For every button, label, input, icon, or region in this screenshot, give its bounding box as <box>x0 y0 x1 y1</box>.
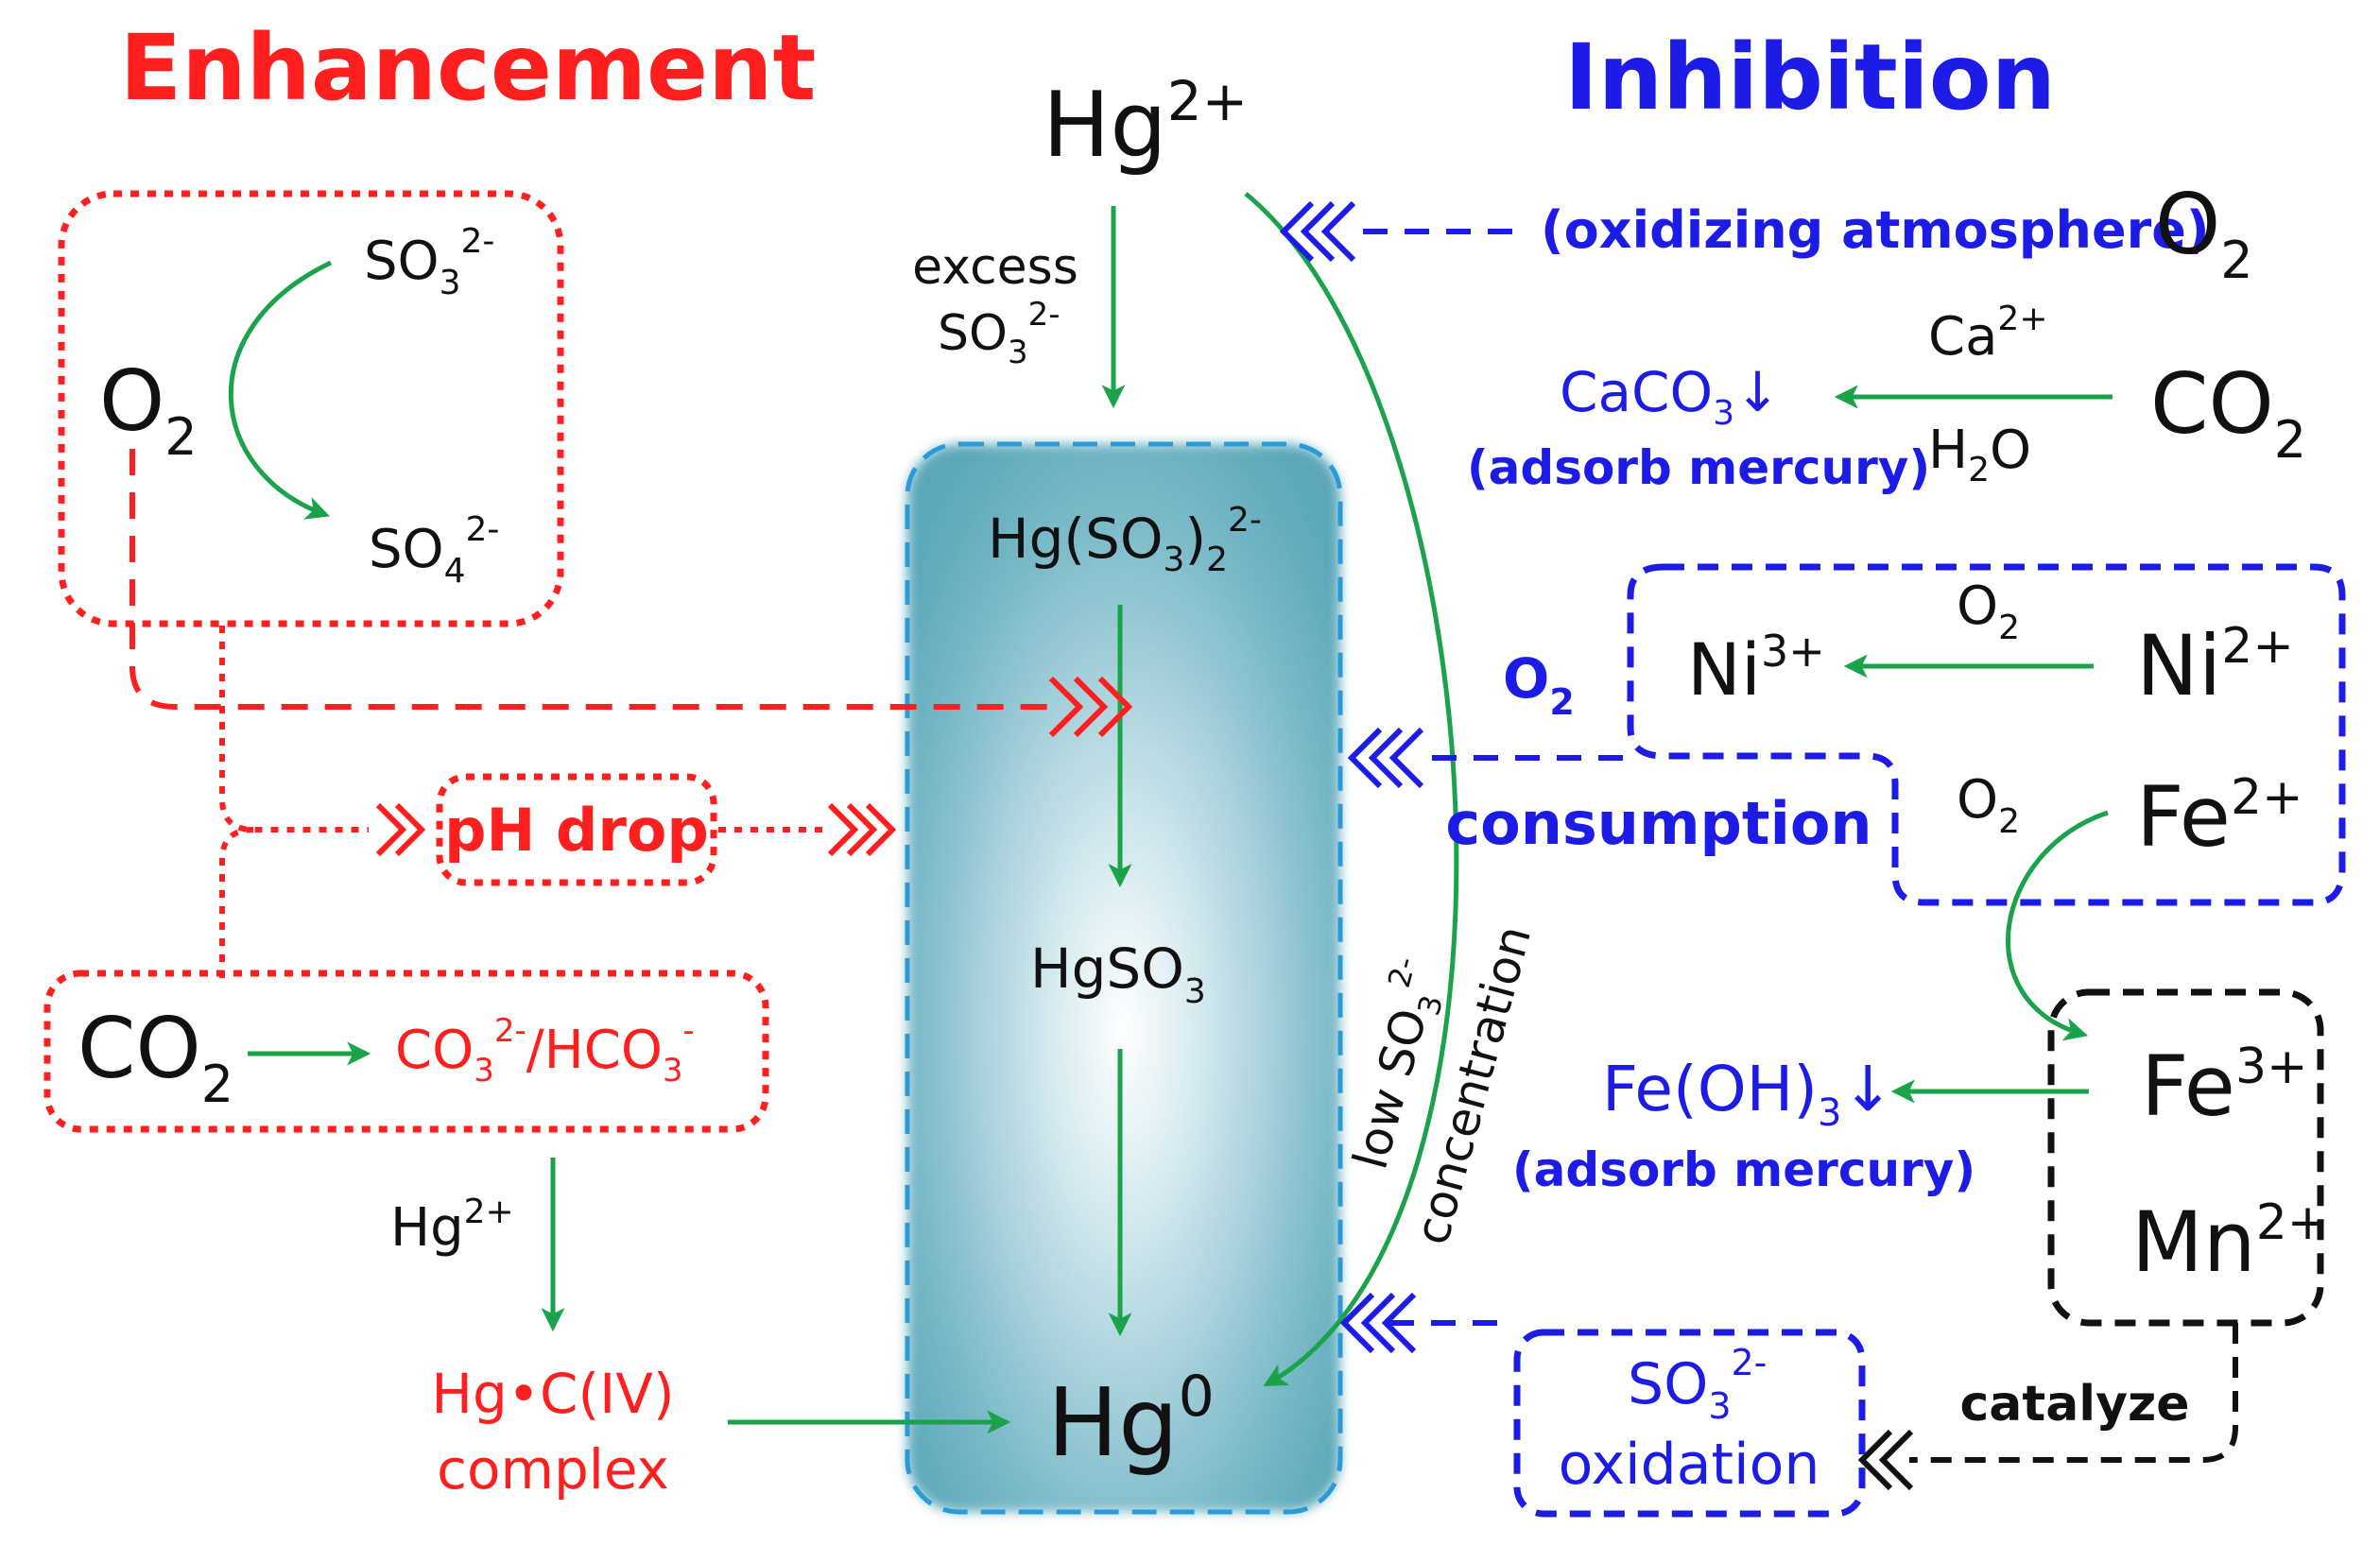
co2-carbonate-box <box>43 970 769 1133</box>
inhibition-heading: Inhibition <box>1564 25 2056 130</box>
o2-effect-chevrons <box>1048 676 1133 738</box>
feoh3-label: Fe(OH)3↓ <box>1602 1053 1894 1135</box>
o2-ni-label: O2 <box>1957 575 2020 647</box>
o2-left: O2 <box>99 352 198 467</box>
hg2-label-left: Hg2+ <box>390 1193 514 1259</box>
concentration-label: concentration <box>1405 920 1543 1251</box>
box-to-phdrop-line <box>219 626 369 832</box>
hgc-complex-line1: Hg•C(IV) <box>431 1362 674 1426</box>
hg0: Hg0 <box>1047 1364 1215 1478</box>
catalyze-line <box>1909 1323 2238 1463</box>
excess-so3-label: SO32- <box>938 296 1060 371</box>
o2-consumption-chevrons <box>1347 727 1424 789</box>
fe3-mn2-box <box>2047 988 2324 1327</box>
reaction-pool-border <box>905 441 1343 1515</box>
adsorb-mercury-2: (adsorb mercury) <box>1512 1142 1975 1197</box>
so3-oxidation-label: SO32- <box>1628 1342 1767 1427</box>
ni2-label: Ni2+ <box>2136 617 2294 714</box>
arrow-fe2-to-fe3 <box>2006 810 2109 1041</box>
o2-right-top: O2 <box>2155 176 2253 290</box>
consumption-label: consumption <box>1445 789 1871 858</box>
catalyze-chevrons <box>1857 1429 1914 1491</box>
ph-drop-box <box>436 773 717 886</box>
adsorb-mercury-1: (adsorb mercury) <box>1467 440 1930 495</box>
ca2-label: Ca2+ <box>1928 300 2048 368</box>
carbonate-label: CO32-/HCO3- <box>395 1012 695 1090</box>
so4-left: SO42- <box>369 510 499 591</box>
enhancement-heading: Enhancement <box>120 15 817 121</box>
so3-oxidation-chevrons <box>1339 1292 1417 1354</box>
reaction-pool <box>907 444 1340 1512</box>
arrow-hg2-direct-to-hg0 <box>1244 192 1459 1387</box>
so3-oxidation-box <box>1513 1329 1866 1518</box>
metal-ions-box <box>1627 563 2346 906</box>
excess-label: excess <box>912 239 1078 296</box>
chevrons-into-pool <box>827 802 897 857</box>
fe2-label: Fe2+ <box>2136 768 2303 866</box>
arrow-so3-to-so4 <box>228 260 333 520</box>
so3-left: SO32- <box>364 222 494 302</box>
co2-right: CO2 <box>2150 355 2306 470</box>
co2-to-phdrop-line <box>219 827 254 978</box>
ph-drop-label: pH drop <box>444 796 709 865</box>
chevrons-into-phdrop <box>375 802 426 857</box>
hg2-top: Hg2+ <box>1043 69 1248 178</box>
o2-consumption-label: O2 <box>1503 646 1575 723</box>
co2-left: CO2 <box>78 1000 233 1114</box>
caco3-label: CaCO3↓ <box>1560 360 1781 433</box>
oxidizing-label: (oxidizing atmosphere) <box>1541 200 2210 260</box>
o2-fe-label: O2 <box>1957 769 2020 841</box>
fe3-label: Fe3+ <box>2141 1038 2308 1135</box>
oxidizing-chevrons <box>1279 200 1356 263</box>
o2-effect-line <box>129 449 1049 710</box>
hgso3: HgSO3 <box>1030 936 1206 1011</box>
ni3-label: Ni3+ <box>1687 626 1825 712</box>
mn2-label: Mn2+ <box>2131 1193 2328 1291</box>
h2o-label: H2O <box>1928 420 2031 489</box>
catalyze-label: catalyze <box>1959 1376 2189 1433</box>
oxidation-label: oxidation <box>1559 1432 1820 1498</box>
hg-so3-2-complex: Hg(SO3)22- <box>988 501 1262 579</box>
hgc-complex-line2: complex <box>437 1437 669 1502</box>
